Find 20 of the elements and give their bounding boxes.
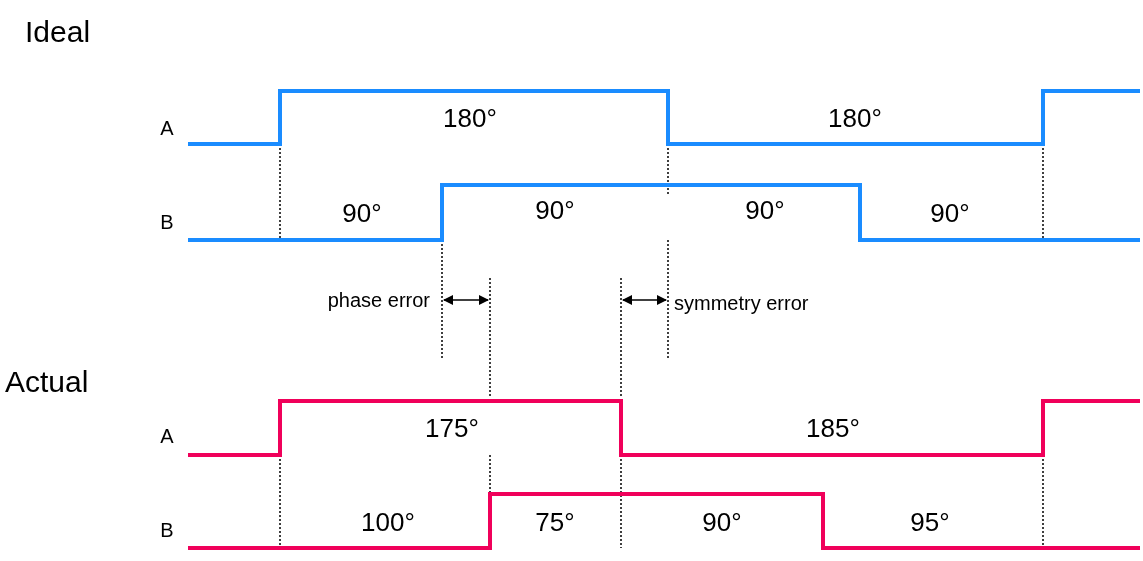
section-title: Actual bbox=[5, 367, 89, 397]
signal-label: B bbox=[160, 212, 174, 232]
angle-label: 185° bbox=[806, 415, 860, 441]
annotation: symmetry error bbox=[674, 293, 809, 313]
angle-label: 100° bbox=[361, 509, 415, 535]
angle-label: 90° bbox=[745, 197, 785, 223]
angle-label: 180° bbox=[828, 105, 882, 131]
angle-label: 75° bbox=[535, 509, 575, 535]
angle-label: 90° bbox=[535, 197, 575, 223]
signal-label: A bbox=[160, 118, 174, 138]
signal-label: A bbox=[160, 426, 174, 446]
angle-label: 180° bbox=[443, 105, 497, 131]
angle-label: 90° bbox=[702, 509, 742, 535]
angle-label: 90° bbox=[342, 200, 382, 226]
signal-label: B bbox=[160, 520, 174, 540]
angle-label: 95° bbox=[910, 509, 950, 535]
section-title: Ideal bbox=[25, 17, 91, 47]
angle-label: 90° bbox=[930, 200, 970, 226]
annotation: phase error bbox=[327, 290, 430, 310]
angle-label: 175° bbox=[425, 415, 479, 441]
